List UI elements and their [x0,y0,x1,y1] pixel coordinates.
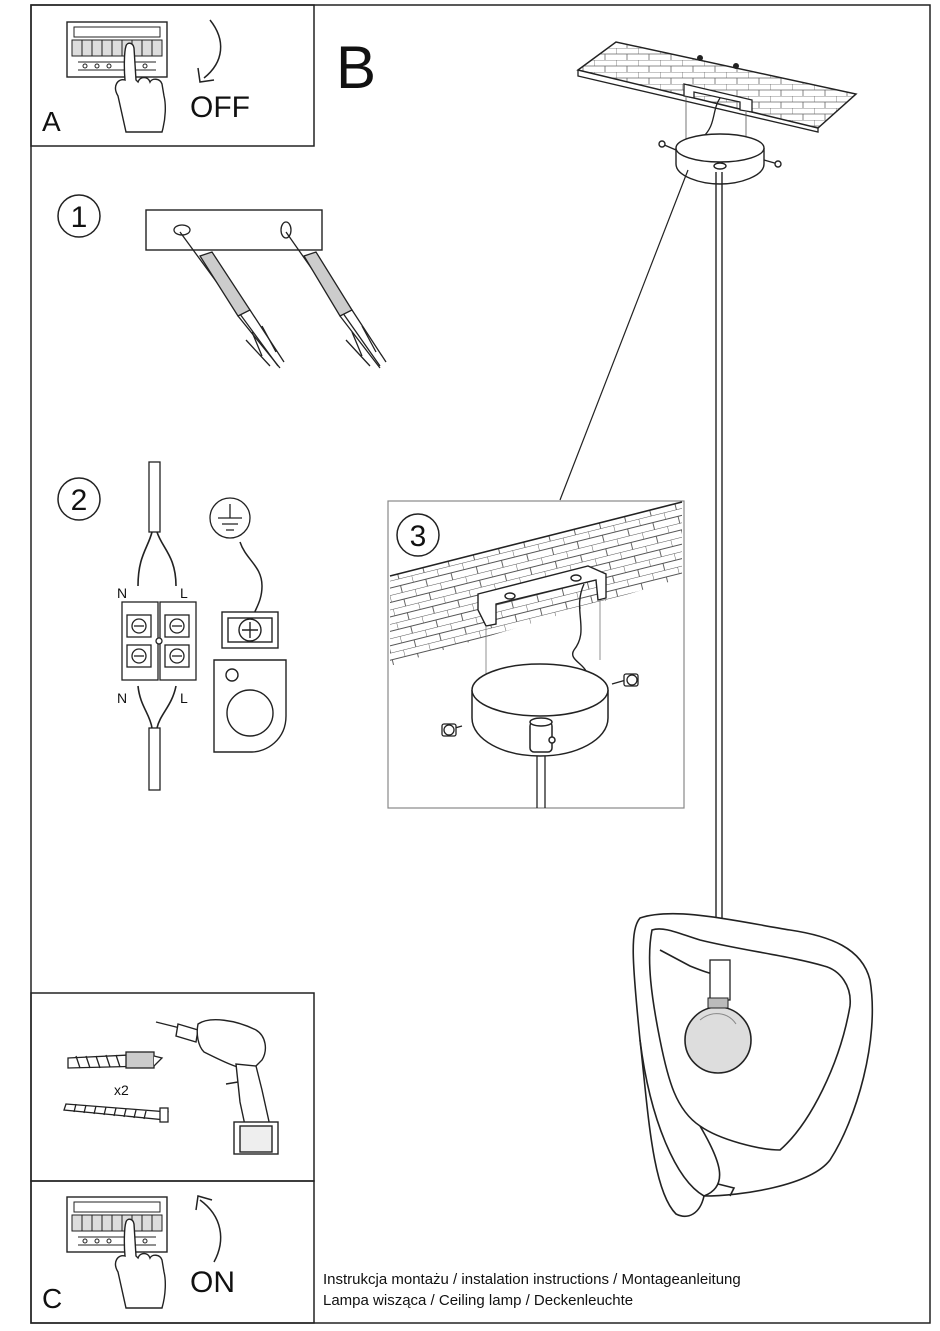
step-2-badge [57,477,101,521]
quantity-label: x2 [114,1082,129,1098]
screw-long-icon [63,1103,169,1123]
terminal-label-l-top: L [180,585,188,601]
canopy-detail [471,663,609,757]
wall-anchor-icon [67,1051,164,1069]
panel-c: ON C [30,1180,315,1324]
terminal-block [121,601,197,681]
power-cable [148,461,161,533]
panel-b-letter: B [336,34,376,101]
step-3-number: 3 [410,520,427,553]
step-1-number: 1 [71,201,88,234]
step-2: 2 N L N L [57,461,287,791]
lamp-shade [632,912,874,1218]
mounting-bracket-detail [477,565,607,684]
step-1-badge [57,194,101,238]
step-1: 1 [57,194,387,369]
ground-terminal-icon [213,611,287,753]
hand-pointing-icon [114,1218,167,1309]
lamp-cable [148,727,161,791]
terminal-label-n-top: N [117,585,127,601]
ceiling-lamp-illustration [559,41,874,1218]
footer-caption: Instrukcja montażu / instalation instruc… [323,1269,741,1311]
hand-pointing-icon [114,42,167,133]
step-3-badge [396,513,440,557]
tools-panel: x2 [30,992,315,1182]
arrow-up-icon [199,1199,222,1263]
light-bulb-icon [684,997,752,1074]
wall-plug-icon [285,231,387,369]
panel-a: OFF A [30,4,315,147]
panel-c-letter: C [42,1283,62,1314]
screw-icon [441,673,639,737]
canopy [658,133,782,185]
mounting-bracket [683,83,753,113]
lamp-socket [709,959,731,1001]
on-label: ON [190,1266,235,1299]
terminal-label-l-bottom: L [180,690,188,706]
arrow-down-icon [203,19,222,79]
panel-a-letter: A [42,106,61,137]
pendant-cord [715,172,723,920]
wall-plug-icon [179,231,285,369]
breaker-box-on-icon [66,1196,168,1253]
step-2-number: 2 [71,484,88,517]
footer-line-2: Lampa wisząca / Ceiling lamp / Deckenleu… [323,1292,634,1309]
drill-icon [155,1019,279,1155]
mounting-plate [145,209,323,251]
ground-symbol-icon [209,497,251,539]
page-frame [30,4,931,1324]
breaker-box-off-icon [66,21,168,78]
off-label: OFF [190,91,250,124]
step-3-detail: 3 [387,500,685,809]
terminal-label-n-bottom: N [117,690,127,706]
ceiling-slab [576,41,858,129]
footer-line-1: Instrukcja montażu / instalation instruc… [323,1271,741,1288]
